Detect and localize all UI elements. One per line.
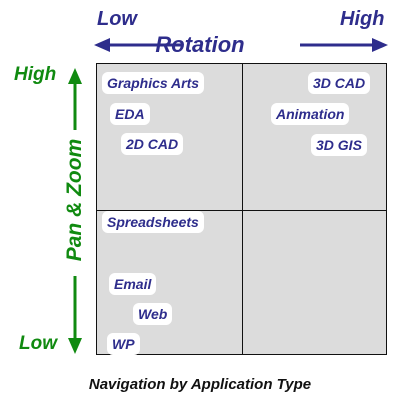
app-chip-web: Web (133, 303, 173, 325)
diagram-caption: Navigation by Application Type (88, 376, 312, 393)
quadrant-grid: Graphics Arts EDA 2D CAD 3D CAD Animatio… (96, 63, 387, 355)
app-chip-wp: WP (107, 333, 140, 355)
app-chip-3d-gis: 3D GIS (311, 134, 367, 156)
grid-vertical-divider (242, 64, 243, 354)
app-chip-eda: EDA (110, 103, 150, 125)
pan-zoom-arrow (68, 68, 82, 354)
app-chip-email: Email (109, 273, 157, 295)
grid-horizontal-divider (97, 210, 386, 211)
pan-zoom-high-label: High (14, 64, 57, 85)
app-chip-spreadsheets: Spreadsheets (102, 211, 204, 233)
pan-zoom-low-label: Low (19, 333, 57, 354)
app-chip-graphics-arts: Graphics Arts (102, 72, 205, 94)
app-chip-animation: Animation (271, 103, 350, 125)
app-chip-2d-cad: 2D CAD (121, 133, 184, 155)
rotation-high-label: High (340, 8, 385, 30)
rotation-arrow (94, 38, 388, 52)
app-chip-3d-cad: 3D CAD (308, 72, 371, 94)
rotation-low-label: Low (97, 8, 137, 30)
